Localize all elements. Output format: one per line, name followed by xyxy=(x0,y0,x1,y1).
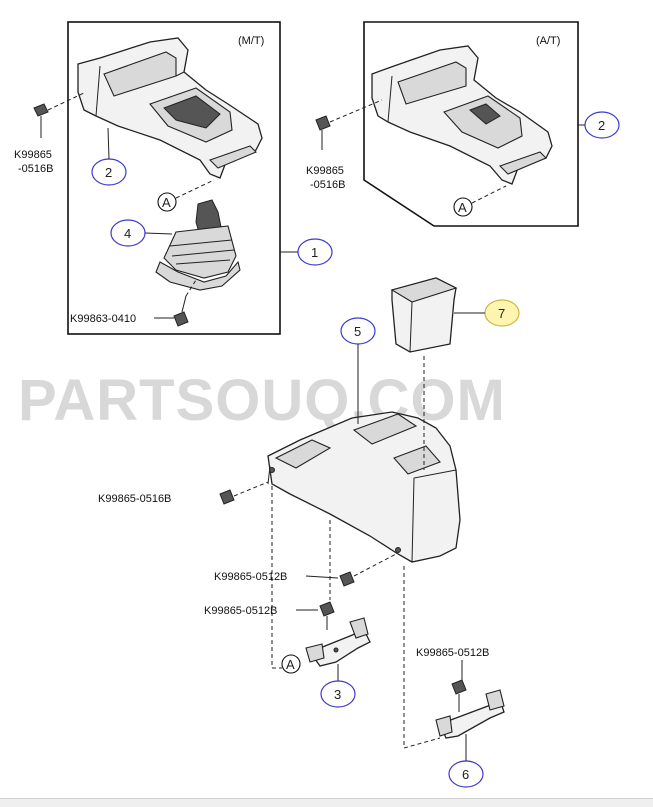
console-tray-drawing xyxy=(390,277,458,353)
bottom-border xyxy=(0,798,653,807)
console-front-screw-label: K99865-0516B xyxy=(98,493,171,505)
ref-mark-a-icon xyxy=(157,192,177,212)
bottom-ref-mark-a: A xyxy=(281,654,301,674)
bracket-6-screw: K99865-0512B xyxy=(416,647,489,712)
callout-6[interactable]: 6 xyxy=(448,734,484,788)
console-drawing xyxy=(267,411,461,563)
at-box-label: (A/T) xyxy=(536,35,560,47)
at-bolt-label-2: -0516B xyxy=(310,179,345,191)
mt-box-frame xyxy=(67,21,281,335)
at-bolt-label-1: K99865 xyxy=(306,165,344,177)
bracket-6-drawing xyxy=(435,689,505,739)
at-upper-panel-drawing xyxy=(371,45,553,185)
mt-box-group: (M/T) K99865 -0516B xyxy=(14,21,281,335)
mt-bolt-label-1: K99865 xyxy=(14,149,52,161)
shift-boot-drawing xyxy=(155,199,241,291)
callout-3[interactable]: 3 xyxy=(320,664,356,708)
console-rear-screw-label: K99865-0512B xyxy=(214,571,287,583)
callout-5[interactable]: 5 xyxy=(340,317,376,424)
callout-2-at-text: 2 xyxy=(598,118,605,133)
callout-4-text: 4 xyxy=(124,226,131,241)
mt-box-label: (M/T) xyxy=(238,35,264,47)
watermark-text: PARTSOUQ.COM xyxy=(18,368,506,433)
ref-mark-a-text: A xyxy=(286,657,295,672)
guide-line-left xyxy=(271,486,282,669)
console-rear-screw: K99865-0512B xyxy=(214,553,397,587)
callout-7[interactable]: 7 xyxy=(454,299,520,327)
bracket-3-drawing xyxy=(305,617,371,667)
callout-1-text: 1 xyxy=(311,245,318,260)
ref-mark-a-text: A xyxy=(458,200,467,215)
mt-ref-mark-a: A xyxy=(157,179,215,212)
callout-1[interactable]: 1 xyxy=(280,238,333,266)
callout-2-mt[interactable]: 2 xyxy=(91,127,127,186)
ref-mark-a-icon xyxy=(453,197,473,217)
callout-6-text: 6 xyxy=(462,767,469,782)
mt-upper-panel-drawing xyxy=(77,37,263,179)
callout-2-mt-text: 2 xyxy=(105,165,112,180)
callout-4[interactable]: 4 xyxy=(110,219,173,247)
at-side-bolt: K99865 -0516B xyxy=(306,99,383,191)
bracket-3-screw: K99865-0512B xyxy=(204,601,335,630)
guide-line-right xyxy=(403,566,441,749)
callout-3-text: 3 xyxy=(334,687,341,702)
bracket-3-screw-label: K99865-0512B xyxy=(204,605,277,617)
callout-7-text: 7 xyxy=(498,306,505,321)
mt-bolt-label-2: -0516B xyxy=(18,163,53,175)
at-box-frame xyxy=(363,21,579,227)
ref-mark-a-text: A xyxy=(162,195,171,210)
at-ref-mark-a: A xyxy=(453,185,507,217)
callout-5-text: 5 xyxy=(354,324,361,339)
console-front-screw: K99865-0516B xyxy=(98,481,269,505)
boot-screw-label: K99863-0410 xyxy=(70,313,136,325)
at-box-group: (A/T) K99865 -0516B A xyxy=(306,21,579,227)
mt-side-bolt: K99865 -0516B xyxy=(14,91,87,175)
bracket-6-screw-label: K99865-0512B xyxy=(416,647,489,659)
ref-mark-a-icon xyxy=(281,654,301,674)
boot-screw: K99863-0410 xyxy=(70,279,197,327)
callout-2-at[interactable]: 2 xyxy=(578,111,620,139)
